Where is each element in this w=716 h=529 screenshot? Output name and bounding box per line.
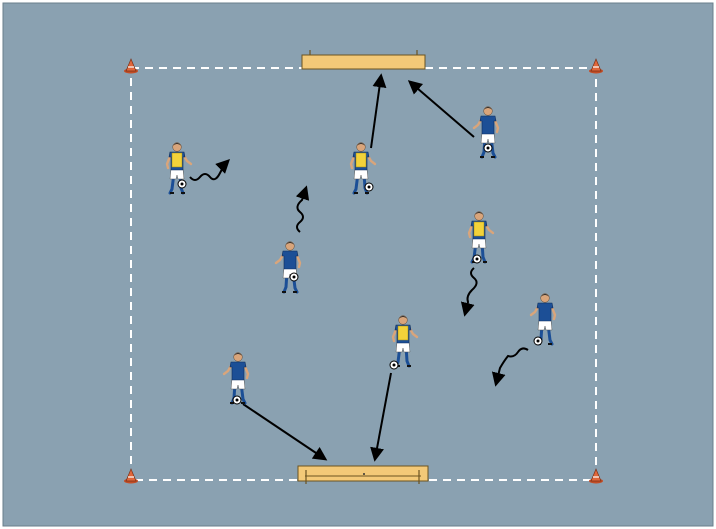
ball-icon (484, 144, 492, 152)
ball-icon (290, 273, 298, 281)
ball-icon (178, 180, 186, 188)
pitch-background (3, 3, 713, 526)
ball-icon (390, 361, 398, 369)
ball-icon (473, 255, 481, 263)
bottom-goal (298, 466, 428, 484)
ball-icon (233, 396, 241, 404)
ball-icon (534, 337, 542, 345)
ball-icon (365, 183, 373, 191)
